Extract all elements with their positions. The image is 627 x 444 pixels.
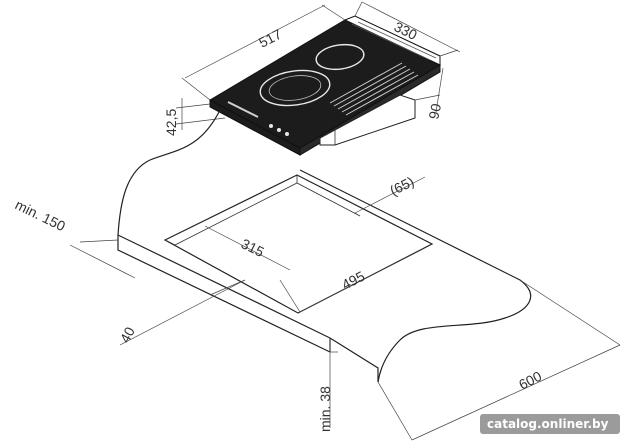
control-dot xyxy=(277,128,281,132)
cooking-zone-front-inner xyxy=(268,75,322,101)
dim-min-clearance: min. 150 xyxy=(13,196,68,234)
control-dot xyxy=(285,132,289,136)
dim-cutout-inner: 315 xyxy=(239,235,267,260)
dim-hob-height: 90 xyxy=(425,102,444,121)
cooking-zone-rear xyxy=(315,43,365,71)
dim-front-offset: 40 xyxy=(117,324,139,345)
vent-grille xyxy=(329,62,419,116)
hob-dimensions xyxy=(175,1,461,130)
worktop-cutout xyxy=(163,174,434,314)
dim-hob-width: 517 xyxy=(256,26,284,51)
dim-hob-thickness: 42,5 xyxy=(163,109,179,136)
worktop xyxy=(117,109,532,383)
dim-worktop-depth: 600 xyxy=(516,368,544,393)
dim-cutout-length: 495 xyxy=(339,268,367,293)
dim-cutout-offset: (65) xyxy=(387,173,416,199)
cooking-zone-front xyxy=(259,69,331,107)
control-dot xyxy=(269,124,273,128)
worktop-dimensions xyxy=(69,176,621,441)
hob-appliance xyxy=(208,15,442,156)
dim-worktop-min-thickness: min. 38 xyxy=(317,386,333,432)
hob-under-body xyxy=(319,94,416,146)
brand-label-strip xyxy=(227,101,259,118)
watermark-badge xyxy=(480,414,620,434)
watermark-text: catalog.onliner.by xyxy=(487,417,609,431)
